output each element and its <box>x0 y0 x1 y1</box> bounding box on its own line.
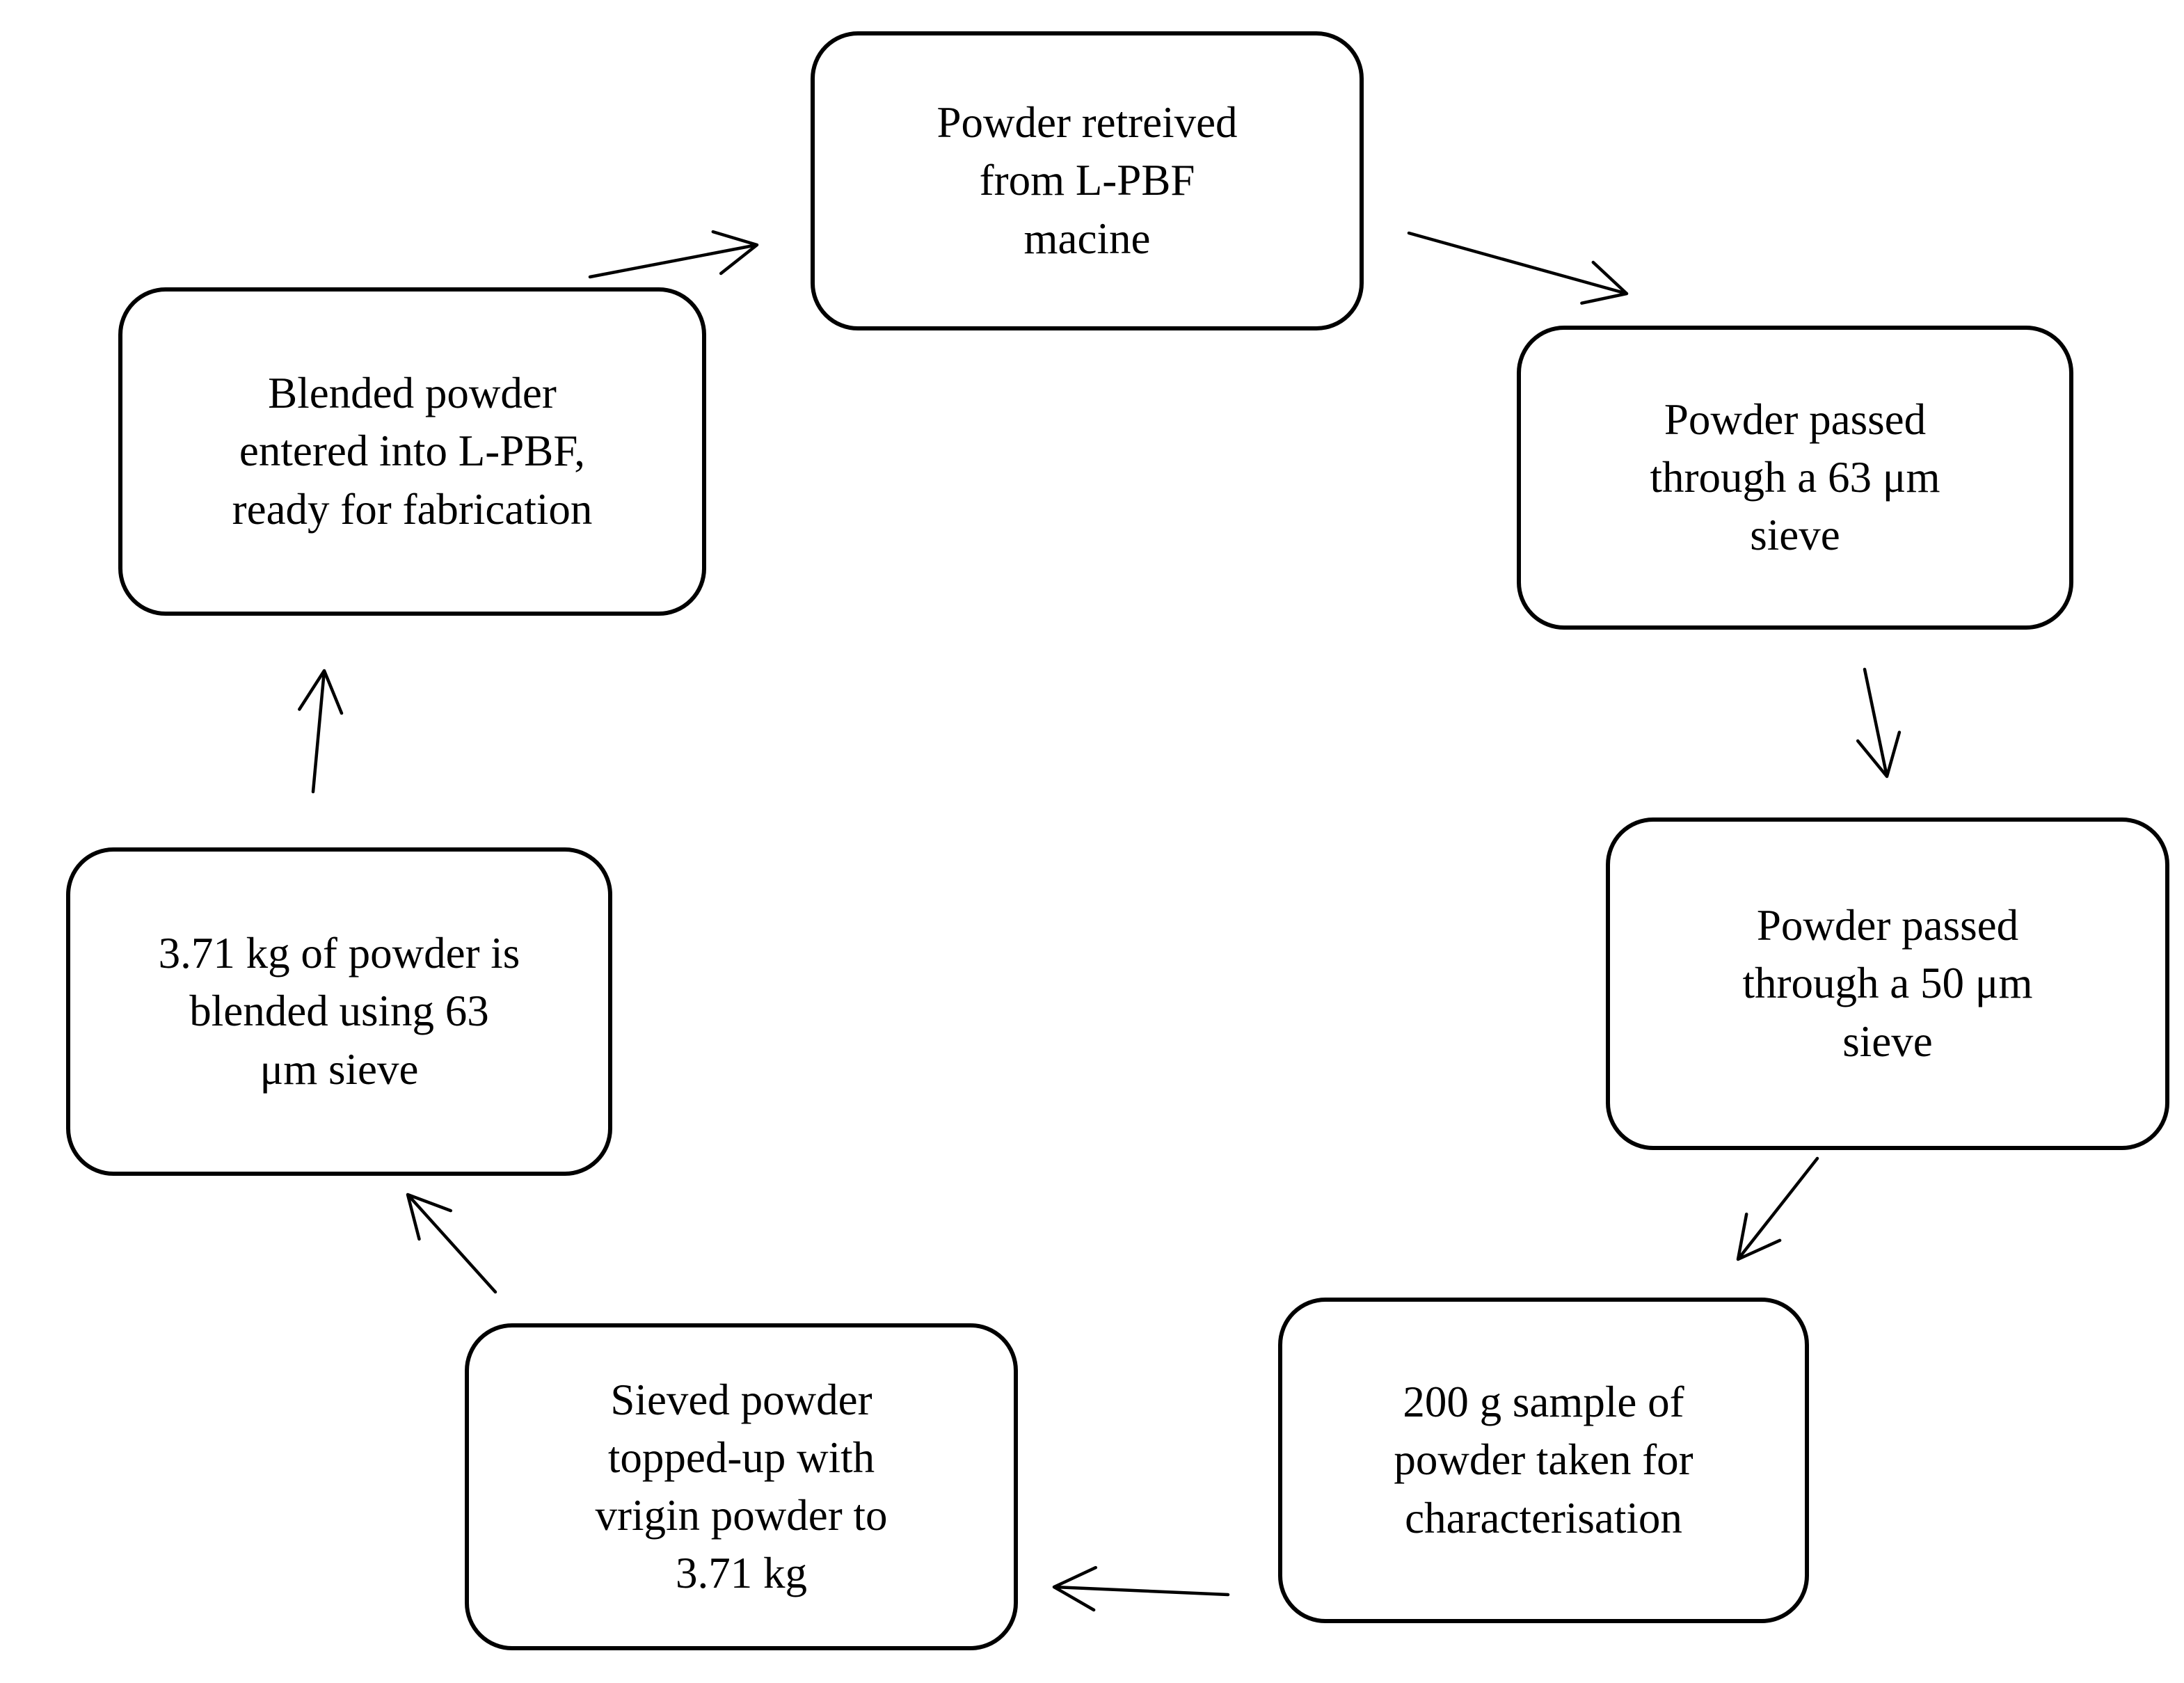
flow-box-topped-up: Sieved powder topped-up with vrigin powd… <box>465 1323 1018 1650</box>
arrow-ready-fabrication-to-powder-retrieved <box>588 230 759 279</box>
flow-box-label-sample-200g: 200 g sample of powder taken for charact… <box>1394 1378 1693 1542</box>
flow-box-blended-371: 3.71 kg of powder is blended using 63 μm… <box>66 847 612 1176</box>
flow-box-label-blended-371: 3.71 kg of powder is blended using 63 μm… <box>158 929 520 1094</box>
flow-box-label-powder-retrieved: Powder retreived from L-PBF macine <box>936 98 1238 263</box>
flow-box-label-sieve-50: Powder passed through a 50 μm sieve <box>1742 901 2033 1066</box>
arrow-topped-up-to-blended-371 <box>406 1193 497 1294</box>
flow-box-sample-200g: 200 g sample of powder taken for charact… <box>1278 1298 1809 1623</box>
flow-box-sieve-63: Powder passed through a 63 μm sieve <box>1517 326 2073 630</box>
flow-box-sieve-50: Powder passed through a 50 μm sieve <box>1606 817 2169 1150</box>
arrow-sieve-63-to-sieve-50 <box>1856 667 1902 779</box>
flow-box-label-sieve-63: Powder passed through a 63 μm sieve <box>1650 394 1940 560</box>
arrow-blended-371-to-ready-fabrication <box>298 669 344 794</box>
arrow-sieve-50-to-sample-200g <box>1736 1156 1819 1261</box>
flow-box-label-ready-fabrication: Blended powder entered into L-PBF, ready… <box>232 369 593 534</box>
arrow-sample-200g-to-topped-up <box>1052 1565 1230 1612</box>
arrow-powder-retrieved-to-sieve-63 <box>1407 231 1629 305</box>
flow-box-powder-retrieved: Powder retreived from L-PBF macine <box>811 31 1364 330</box>
flow-box-label-topped-up: Sieved powder topped-up with vrigin powd… <box>595 1375 888 1598</box>
flow-box-ready-fabrication: Blended powder entered into L-PBF, ready… <box>118 287 706 616</box>
